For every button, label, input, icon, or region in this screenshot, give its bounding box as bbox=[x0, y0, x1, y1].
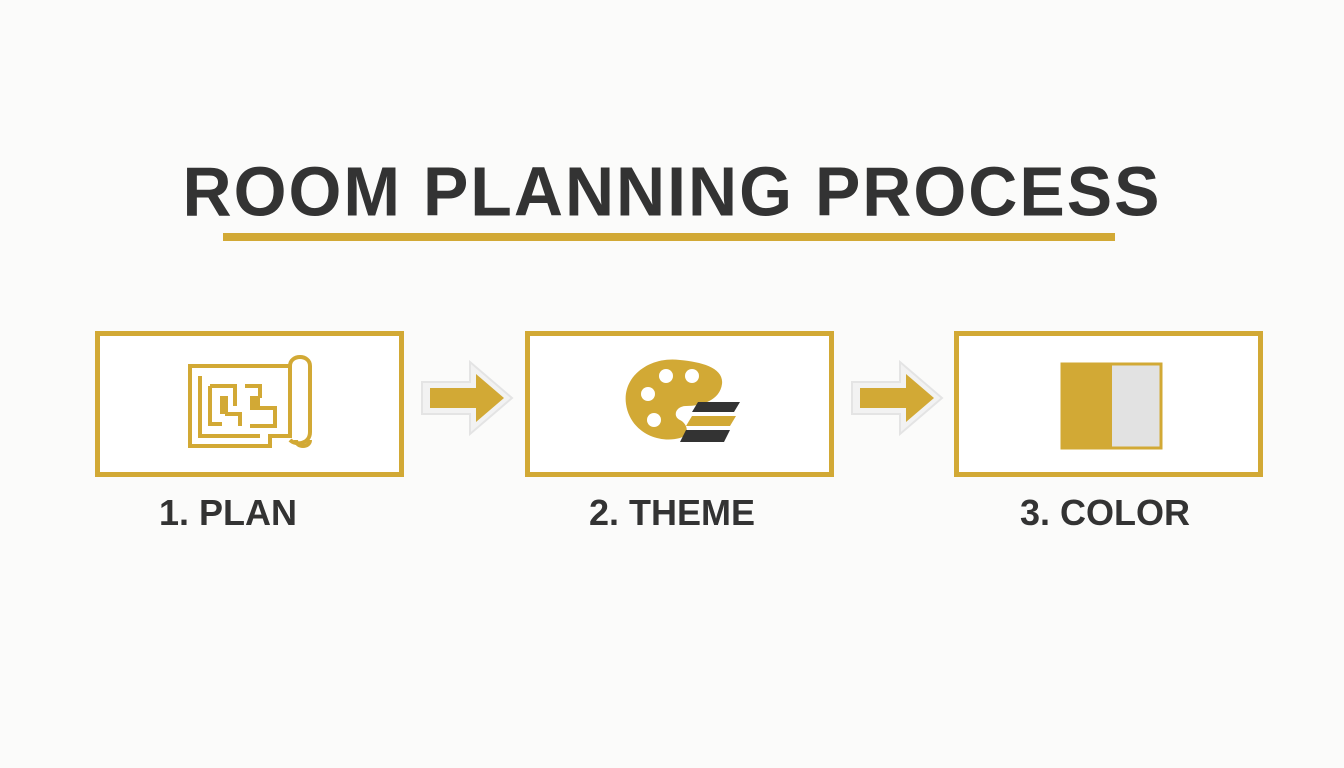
step-theme-box bbox=[525, 331, 834, 477]
palette-swatches-icon bbox=[625, 359, 740, 442]
page-title: ROOM PLANNING PROCESS bbox=[182, 153, 1162, 231]
arrow-right-icon bbox=[851, 359, 944, 437]
floor-plan-blueprint-icon bbox=[188, 355, 312, 448]
arrow-right-icon bbox=[421, 359, 514, 437]
title-underline bbox=[223, 233, 1115, 241]
step-color-box bbox=[954, 331, 1263, 477]
step-color-label: 3. COLOR bbox=[1019, 492, 1190, 533]
step-plan-label: 1. PLAN bbox=[158, 492, 298, 533]
step-theme-label: 2. THEME bbox=[588, 492, 756, 533]
step-plan-box bbox=[95, 331, 404, 477]
color-swatch-icon bbox=[1060, 362, 1163, 450]
